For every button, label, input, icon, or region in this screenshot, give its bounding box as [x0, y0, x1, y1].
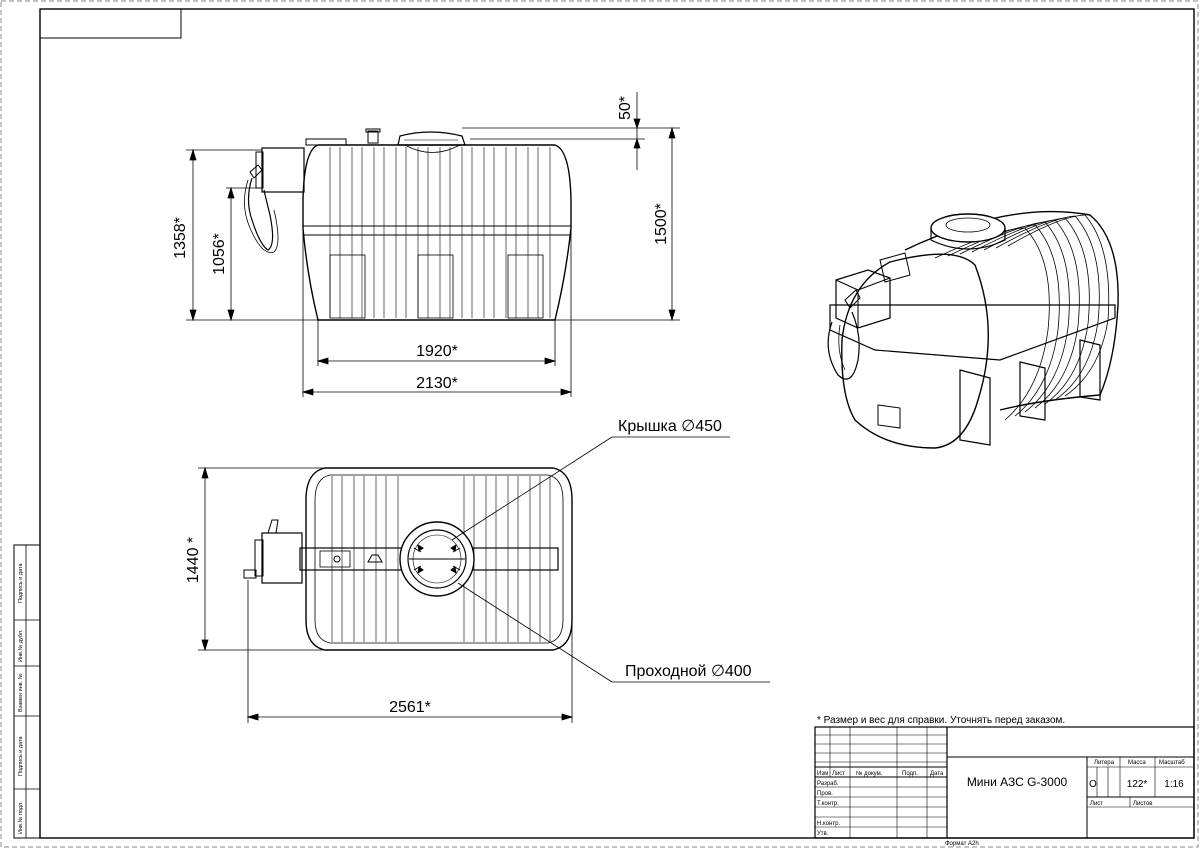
dim-1440: 1440 *	[185, 537, 202, 583]
tb-col-doc: № докум.	[856, 770, 883, 777]
front-dimensions	[186, 92, 680, 397]
tank-front-leg-3	[507, 254, 544, 319]
tb-mass-label: Масса	[1128, 760, 1146, 766]
tb-mass-value: 122*	[1127, 779, 1148, 790]
tank-front-ribs	[329, 147, 551, 318]
side-stamp-2: Инв.№ дубл.	[18, 629, 24, 662]
tb-row-utv: Утв.	[817, 831, 829, 837]
side-stamp-3: Взамен инв. №	[18, 673, 24, 712]
tb-row-tkontr: Т.контр.	[817, 801, 839, 807]
tb-sheets-label: Листов	[1133, 801, 1153, 807]
tb-row-razrab: Разраб.	[817, 781, 839, 787]
tank-front-band	[302, 225, 572, 236]
tank-front-leg-1	[329, 254, 366, 319]
iso-front-dome	[841, 253, 989, 449]
side-stamp-5: Инв.№ подл.	[18, 801, 24, 834]
tb-row-prov: Пров.	[817, 791, 833, 797]
iso-pump-box	[835, 269, 891, 329]
top-view	[243, 467, 573, 651]
dim-2130: 2130*	[416, 375, 458, 392]
tb-litera-value: О	[1089, 779, 1097, 790]
side-stamp-column: Подпись и дата Инв.№ дубл. Взамен инв. №…	[13, 544, 41, 839]
top-left-stamp	[39, 8, 182, 39]
dim-1056: 1056*	[211, 233, 228, 275]
drawing-frame	[39, 8, 1195, 839]
pump-box-top	[261, 532, 303, 584]
reference-note: * Размер и вес для справки. Уточнять пер…	[817, 715, 1065, 726]
tb-scale-label: Масштаб	[1159, 760, 1185, 766]
fuel-hose-front	[247, 177, 274, 251]
tb-col-izm: Изм	[817, 771, 828, 777]
fuel-nozzle-front	[249, 164, 263, 179]
tb-sheet-label: Лист	[1090, 801, 1103, 807]
isometric-view	[827, 210, 1119, 449]
title-block	[814, 726, 1195, 839]
tank-top-ribs	[331, 476, 551, 642]
tb-col-sign: Подп.	[902, 771, 918, 777]
dim-1500: 1500*	[653, 203, 670, 245]
tank-front-leg-2	[417, 254, 454, 319]
tb-col-list: Лист	[832, 771, 845, 777]
pump-box-front	[261, 147, 305, 193]
side-stamp-1: Подпись и дата	[18, 563, 24, 603]
iso-ribs	[934, 214, 1110, 421]
top-dimensions	[198, 466, 574, 723]
dim-2561: 2561*	[389, 699, 431, 716]
tank-front-breather	[367, 130, 379, 144]
front-view	[244, 128, 572, 321]
tank-front-body	[302, 144, 572, 321]
dim-1358: 1358*	[172, 217, 189, 259]
callout-lid: Крышка ∅450	[618, 418, 722, 435]
tank-top-body	[305, 467, 573, 651]
tb-litera-label: Литера	[1094, 760, 1115, 766]
tb-scale-value: 1:16	[1164, 779, 1184, 790]
fuel-nozzle-top	[243, 569, 257, 579]
product-name: Мини АЗС G-3000	[967, 775, 1068, 789]
tb-row-nkontr: Н.контр.	[817, 821, 840, 827]
dim-50: 50*	[617, 96, 634, 120]
dim-1920: 1920*	[416, 343, 458, 360]
side-stamp-4: Подпись и дата	[18, 736, 24, 776]
tank-front-lid	[397, 131, 466, 146]
tb-col-date: Дата	[930, 771, 944, 777]
leader-lines	[451, 436, 770, 683]
iso-hose	[827, 311, 860, 380]
callout-passage: Проходной ∅400	[625, 663, 752, 680]
sheet-format: Формат А2h	[945, 841, 979, 847]
lid-inner-ring	[407, 529, 467, 589]
